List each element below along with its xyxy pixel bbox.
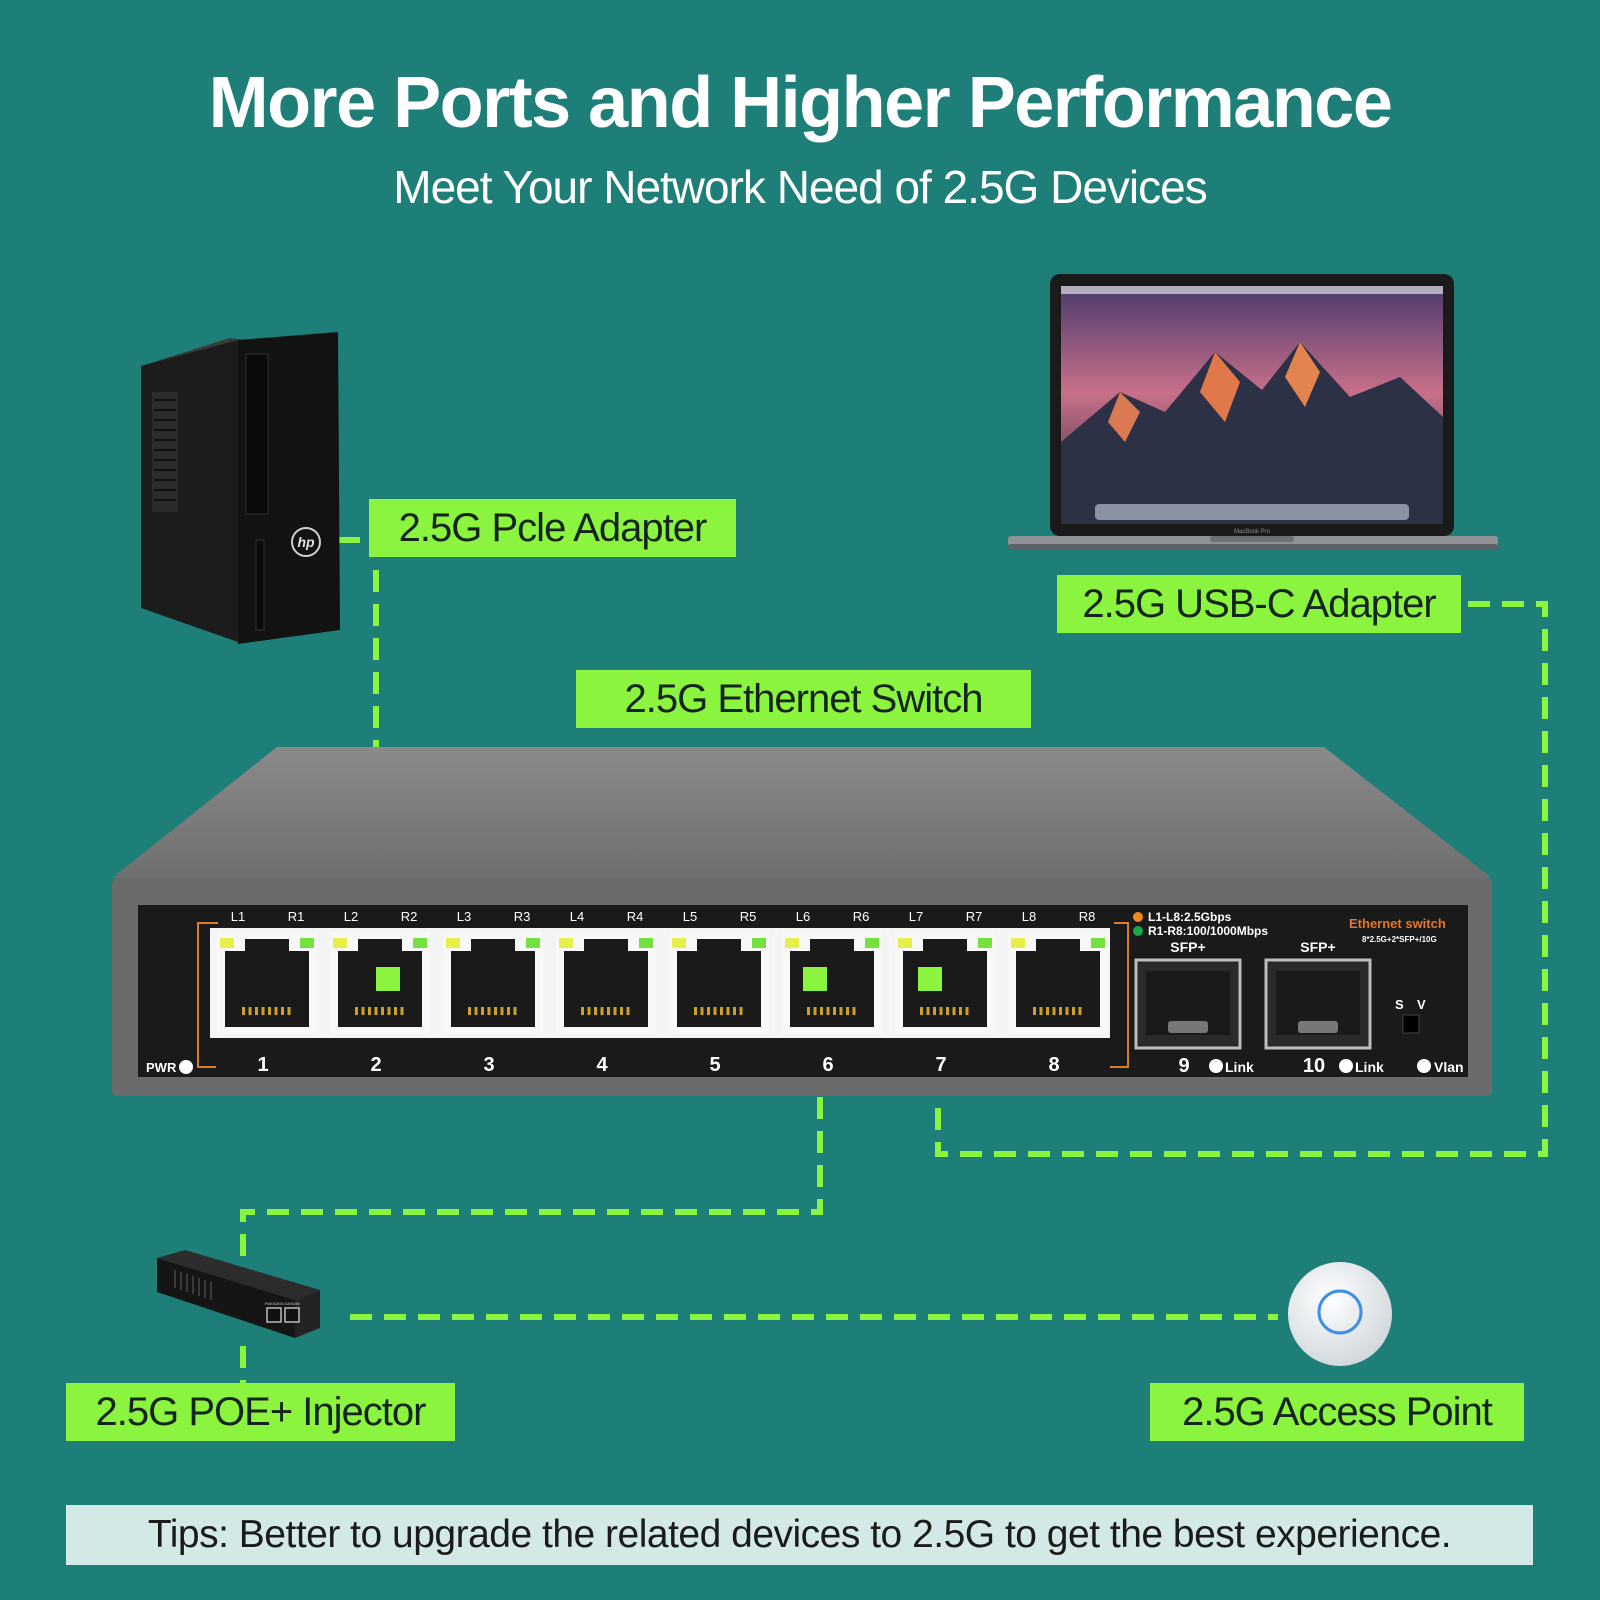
led-R7 <box>978 938 992 948</box>
led-R8 <box>1091 938 1105 948</box>
brand-text: Ethernet switch <box>1349 916 1446 931</box>
led-label: L4 <box>570 909 584 924</box>
led-R1 <box>300 938 314 948</box>
led-label: L8 <box>1022 909 1036 924</box>
led-label: R1 <box>288 909 305 924</box>
led-label: L1 <box>231 909 245 924</box>
led-L2 <box>333 938 347 948</box>
ethernet-switch: L1 R1 1 L2 R2 2 L3 R3 3 L4 R4 4 L5 R5 5 L6 R6 6 L7 R7 7 L8 R8 8… <box>112 747 1492 1096</box>
label-access-point: 2.5G Access Point <box>1150 1383 1524 1441</box>
port-number: 2 <box>370 1054 381 1076</box>
link-label: Link <box>1225 1059 1254 1075</box>
led-label: R5 <box>740 909 757 924</box>
led-label: R3 <box>514 909 531 924</box>
led-L5 <box>672 938 686 948</box>
led-label: L3 <box>457 909 471 924</box>
led-label: L7 <box>909 909 923 924</box>
sfp-port-number: 10 <box>1303 1055 1325 1077</box>
rj45-port-4[interactable] <box>556 932 656 1034</box>
injector-port-out[interactable] <box>284 1307 300 1323</box>
rj45-ports: L1 R1 1 L2 R2 2 L3 R3 3 L4 R4 4 L5 R5 5 L6 R6 6 L7 R7 7 L8 R8 8 <box>210 909 1110 1076</box>
led-L3 <box>446 938 460 948</box>
legend-orange-dot <box>1133 912 1143 922</box>
rj45-port-5[interactable] <box>669 932 769 1034</box>
port-number: 8 <box>1048 1054 1059 1076</box>
link-led <box>1209 1059 1223 1073</box>
rj45-port-1[interactable] <box>217 932 317 1034</box>
link-led <box>1339 1059 1353 1073</box>
laptop-icon: MacBook Pro <box>1008 274 1498 550</box>
legend-green-dot <box>1133 926 1143 936</box>
page-title: More Ports and Higher Performance <box>208 63 1393 143</box>
page-subtitle: Meet Your Network Need of 2.5G Devices <box>393 161 1207 213</box>
tips-bar: Tips: Better to upgrade the related devi… <box>66 1505 1533 1565</box>
vlan-label: Vlan <box>1434 1059 1464 1075</box>
sfp-label: SFP+ <box>1300 939 1335 955</box>
led-R4 <box>639 938 653 948</box>
led-label: L2 <box>344 909 358 924</box>
led-label: R2 <box>401 909 418 924</box>
vlan-led <box>1417 1059 1431 1073</box>
sfp-ports: SFP+ 9 Link SFP+ 10 Link <box>1134 939 1384 1077</box>
hp-logo: hp <box>297 534 315 550</box>
s-label: S <box>1395 997 1404 1012</box>
led-label: R7 <box>966 909 983 924</box>
injector-port-in[interactable] <box>266 1307 282 1323</box>
vlan-switch[interactable] <box>1402 1014 1420 1034</box>
connection-marker-port-7 <box>918 967 942 991</box>
sfp-port-9[interactable] <box>1134 958 1242 1050</box>
led-R5 <box>752 938 766 948</box>
legend-1000m: R1-R8:100/1000Mbps <box>1148 924 1268 938</box>
led-R3 <box>526 938 540 948</box>
port-number: 5 <box>709 1054 720 1076</box>
rj45-port-2[interactable] <box>330 932 430 1034</box>
led-label: R4 <box>627 909 644 924</box>
line-port6-to-poe <box>240 995 823 1262</box>
legend-2-5g: L1-L8:2.5Gbps <box>1148 910 1232 924</box>
sfp-label: SFP+ <box>1170 939 1205 955</box>
connection-marker-port-6 <box>803 967 827 991</box>
line-usbc-to-port7 <box>935 601 1548 1157</box>
laptop-caption: MacBook Pro <box>1234 529 1271 535</box>
spec-text: 8*2.5G+2*SFP+/10G <box>1362 935 1437 944</box>
rj45-port-7[interactable] <box>895 932 995 1034</box>
rj45-port-3[interactable] <box>443 932 543 1034</box>
port-number: 1 <box>257 1054 268 1076</box>
led-L8 <box>1011 938 1025 948</box>
pwr-led <box>179 1060 193 1074</box>
sfp-port-10[interactable] <box>1264 958 1372 1050</box>
link-label: Link <box>1355 1059 1384 1075</box>
rj45-port-8[interactable] <box>1008 932 1108 1034</box>
label-pcie-adapter: 2.5G Pcle Adapter <box>369 499 736 557</box>
label-ethernet-switch: 2.5G Ethernet Switch <box>576 670 1031 728</box>
label-poe-injector: 2.5G POE+ Injector <box>66 1383 455 1441</box>
led-L7 <box>898 938 912 948</box>
access-point-icon <box>1288 1262 1392 1366</box>
poe-injector-icon: PoE/DATA DATA/IN <box>157 1250 320 1338</box>
led-L6 <box>785 938 799 948</box>
led-L1 <box>220 938 234 948</box>
pwr-label: PWR <box>146 1060 177 1075</box>
desktop-pc-icon: hp <box>141 332 340 644</box>
port-number: 3 <box>483 1054 494 1076</box>
led-label: L5 <box>683 909 697 924</box>
v-label: V <box>1417 997 1426 1012</box>
connection-marker-port-2 <box>376 967 400 991</box>
led-label: L6 <box>796 909 810 924</box>
rj45-port-6[interactable] <box>782 932 882 1034</box>
led-label: R6 <box>853 909 870 924</box>
led-R2 <box>413 938 427 948</box>
led-R6 <box>865 938 879 948</box>
label-usbc-adapter: 2.5G USB-C Adapter <box>1057 575 1461 633</box>
sfp-port-number: 9 <box>1178 1055 1189 1077</box>
port-number: 6 <box>822 1054 833 1076</box>
led-label: R8 <box>1079 909 1096 924</box>
led-L4 <box>559 938 573 948</box>
port-number: 4 <box>596 1054 608 1076</box>
injector-port-text: PoE/DATA DATA/IN <box>265 1301 300 1306</box>
port-number: 7 <box>935 1054 946 1076</box>
